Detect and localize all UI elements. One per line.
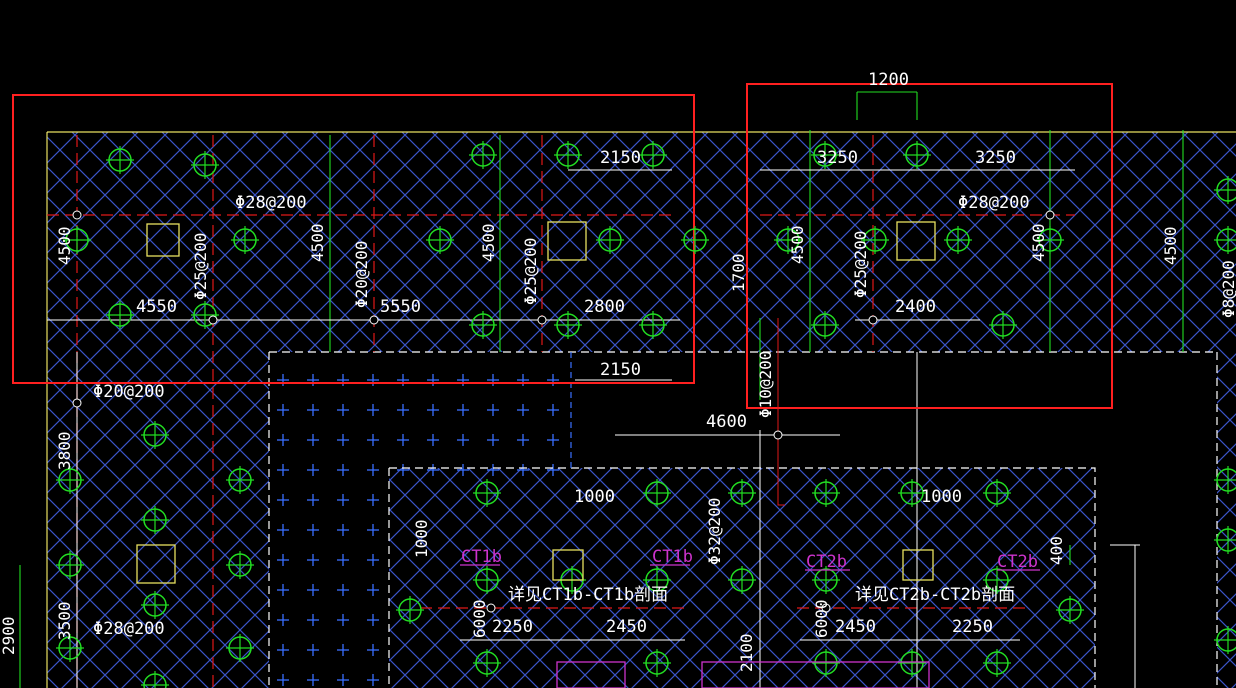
rebar-label: Φ25@200 [191, 233, 210, 300]
slab-outlines [46, 131, 1236, 688]
dim-label: 5550 [380, 297, 421, 317]
note-label: 详见CT1b-CT1b剖面 [508, 585, 668, 605]
highlight-box-right [746, 83, 1113, 409]
reference-points [72, 210, 1055, 613]
vertical-labels: 4500 4500 4500 4500 4500 4500 Φ25@200 Φ2… [0, 223, 1236, 672]
dim-label: 1200 [868, 70, 909, 90]
dim-label: 3250 [975, 148, 1016, 168]
dimension-lines [47, 169, 1140, 688]
rebar-label: Φ8@200 [1219, 260, 1236, 318]
dim-label: 2450 [606, 617, 647, 637]
dim-label: 4500 [788, 225, 807, 264]
rebar-label: Φ28@200 [235, 193, 307, 213]
tag-labels: CT1b CT1b CT2b CT2b [461, 547, 1038, 572]
dim-label: 3800 [55, 431, 74, 470]
dim-label: 4600 [706, 412, 747, 432]
rebar-label: Φ20@200 [93, 382, 165, 402]
dim-label: 3250 [817, 148, 858, 168]
rebar-label: Φ32@200 [705, 498, 724, 565]
dim-label: 2250 [492, 617, 533, 637]
note-label: 详见CT2b-CT2b剖面 [855, 585, 1015, 605]
magenta-outlines [460, 564, 1040, 688]
drawing-labels: 1200 2150 3250 3250 Φ28@200 Φ28@200 Φ28@… [93, 70, 1030, 639]
dim-label: 2900 [0, 616, 18, 655]
dim-label: 400 [1047, 536, 1066, 565]
dim-label: 2800 [584, 297, 625, 317]
rebar-label: Φ25@200 [851, 231, 870, 298]
highlight-box-left [12, 94, 695, 384]
dim-label: 6000 [812, 599, 831, 638]
dim-label: 1000 [574, 487, 615, 507]
section-tag: CT2b [997, 552, 1038, 572]
dim-label: 1700 [729, 253, 748, 292]
dim-label: 4500 [1029, 223, 1048, 262]
dim-label: 6000 [470, 599, 489, 638]
pile-caps [136, 221, 936, 584]
dim-label: 2150 [600, 360, 641, 380]
dim-label: 4500 [308, 223, 327, 262]
dim-label: 1000 [412, 519, 431, 558]
dim-label: 4500 [55, 226, 74, 265]
dim-label: 2450 [835, 617, 876, 637]
dim-label: 4500 [479, 223, 498, 262]
rebar-label: Φ20@200 [352, 241, 371, 308]
dim-label: 1000 [921, 487, 962, 507]
section-tag: CT1b [461, 547, 502, 567]
dim-label: 4500 [1161, 226, 1180, 265]
rebar-label: Φ10@200 [756, 351, 775, 418]
section-tag: CT2b [806, 552, 847, 572]
dim-label: 2250 [952, 617, 993, 637]
dim-label: 3500 [55, 601, 74, 640]
dim-label: 2100 [737, 633, 756, 672]
section-tag: CT1b [652, 547, 693, 567]
rebar-label: Φ25@200 [521, 238, 540, 305]
dim-label: 4550 [136, 297, 177, 317]
rebar-lead-line [777, 318, 785, 506]
dim-label: 2150 [600, 148, 641, 168]
rebar-label: Φ28@200 [958, 193, 1030, 213]
rebar-label: Φ28@200 [93, 619, 165, 639]
dim-label: 2400 [895, 297, 936, 317]
